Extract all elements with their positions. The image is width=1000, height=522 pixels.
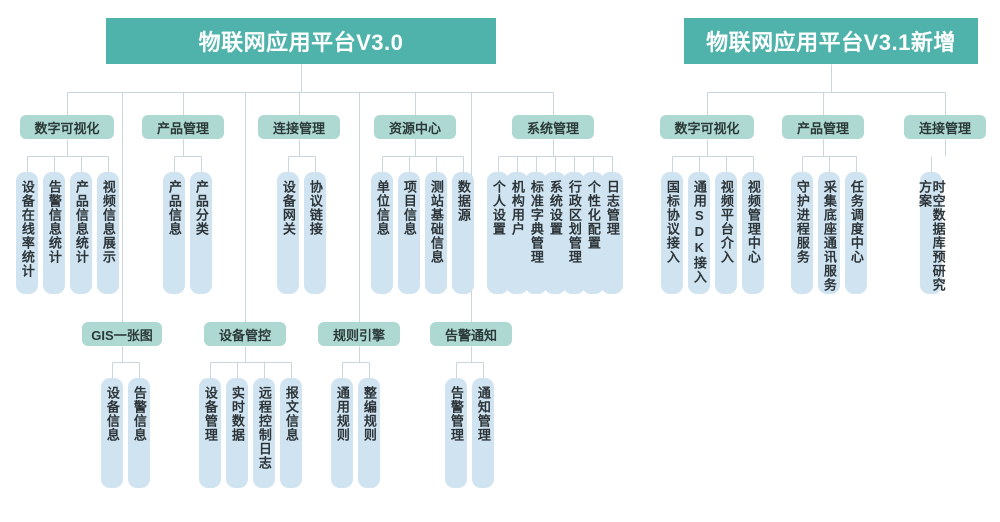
leaf-node[interactable]: 个性化配置 — [582, 172, 604, 294]
leaf-node[interactable]: 设备信息 — [101, 378, 123, 488]
leaf-node[interactable]: 告警管理 — [445, 378, 467, 488]
category-GIS一张图[interactable]: GIS一张图 — [82, 322, 162, 346]
category-数字可视化[interactable]: 数字可视化 — [660, 115, 754, 139]
root-title-right: 物联网应用平台V3.1新增 — [684, 18, 978, 64]
leaf-node[interactable]: 协议链接 — [304, 172, 326, 294]
leaf-node[interactable]: 整编规则 — [358, 378, 380, 488]
leaf-node[interactable]: 产品信息统计 — [70, 172, 92, 294]
leaf-node[interactable]: 采集底座通讯服务 — [818, 172, 840, 294]
category-产品管理[interactable]: 产品管理 — [782, 115, 864, 139]
category-资源中心[interactable]: 资源中心 — [374, 115, 456, 139]
leaf-node[interactable]: 数据源 — [452, 172, 474, 294]
category-连接管理[interactable]: 连接管理 — [258, 115, 340, 139]
category-产品管理[interactable]: 产品管理 — [142, 115, 224, 139]
leaf-node[interactable]: 时空数据库预研究方案 — [917, 172, 946, 294]
leaf-node[interactable]: 通知管理 — [472, 378, 494, 488]
category-规则引擎[interactable]: 规则引擎 — [318, 322, 400, 346]
leaf-node[interactable]: 产品信息 — [163, 172, 185, 294]
category-设备管控[interactable]: 设备管控 — [204, 322, 286, 346]
category-数字可视化[interactable]: 数字可视化 — [20, 115, 114, 139]
leaf-node[interactable]: 国标协议接入 — [661, 172, 683, 294]
leaf-node[interactable]: 设备在线率统计 — [16, 172, 38, 294]
category-系统管理[interactable]: 系统管理 — [512, 115, 594, 139]
leaf-node[interactable]: 设备管理 — [199, 378, 221, 488]
leaf-node[interactable]: 视频信息展示 — [97, 172, 119, 294]
leaf-node[interactable]: 项目信息 — [398, 172, 420, 294]
category-连接管理[interactable]: 连接管理 — [904, 115, 986, 139]
leaf-node[interactable]: 报文信息 — [280, 378, 302, 488]
leaf-node[interactable]: 告警信息 — [128, 378, 150, 488]
leaf-node[interactable]: 告警信息统计 — [43, 172, 65, 294]
leaf-node[interactable]: 实时数据 — [226, 378, 248, 488]
leaf-node[interactable]: 行政区划管理 — [563, 172, 585, 294]
leaf-node[interactable]: 远程控制日志 — [253, 378, 275, 488]
leaf-node[interactable]: 机构用户 — [506, 172, 528, 294]
leaf-node[interactable]: 守护进程服务 — [791, 172, 813, 294]
category-告警通知[interactable]: 告警通知 — [430, 322, 512, 346]
leaf-node[interactable]: 视频平台介入 — [715, 172, 737, 294]
leaf-node[interactable]: 日志管理 — [601, 172, 623, 294]
leaf-node[interactable]: 测站基础信息 — [425, 172, 447, 294]
leaf-node[interactable]: 系统设置 — [544, 172, 566, 294]
leaf-node[interactable]: 个人设置 — [487, 172, 509, 294]
leaf-node[interactable]: 单位信息 — [371, 172, 393, 294]
leaf-node[interactable]: 设备网关 — [277, 172, 299, 294]
leaf-node[interactable]: 任务调度中心 — [845, 172, 867, 294]
leaf-node[interactable]: 产品分类 — [190, 172, 212, 294]
root-title-left: 物联网应用平台V3.0 — [106, 18, 496, 64]
leaf-node[interactable]: 标准字典管理 — [525, 172, 547, 294]
leaf-node[interactable]: 通用规则 — [331, 378, 353, 488]
leaf-node[interactable]: 视频管理中心 — [742, 172, 764, 294]
leaf-node[interactable]: 通用SDK接入 — [688, 172, 710, 294]
